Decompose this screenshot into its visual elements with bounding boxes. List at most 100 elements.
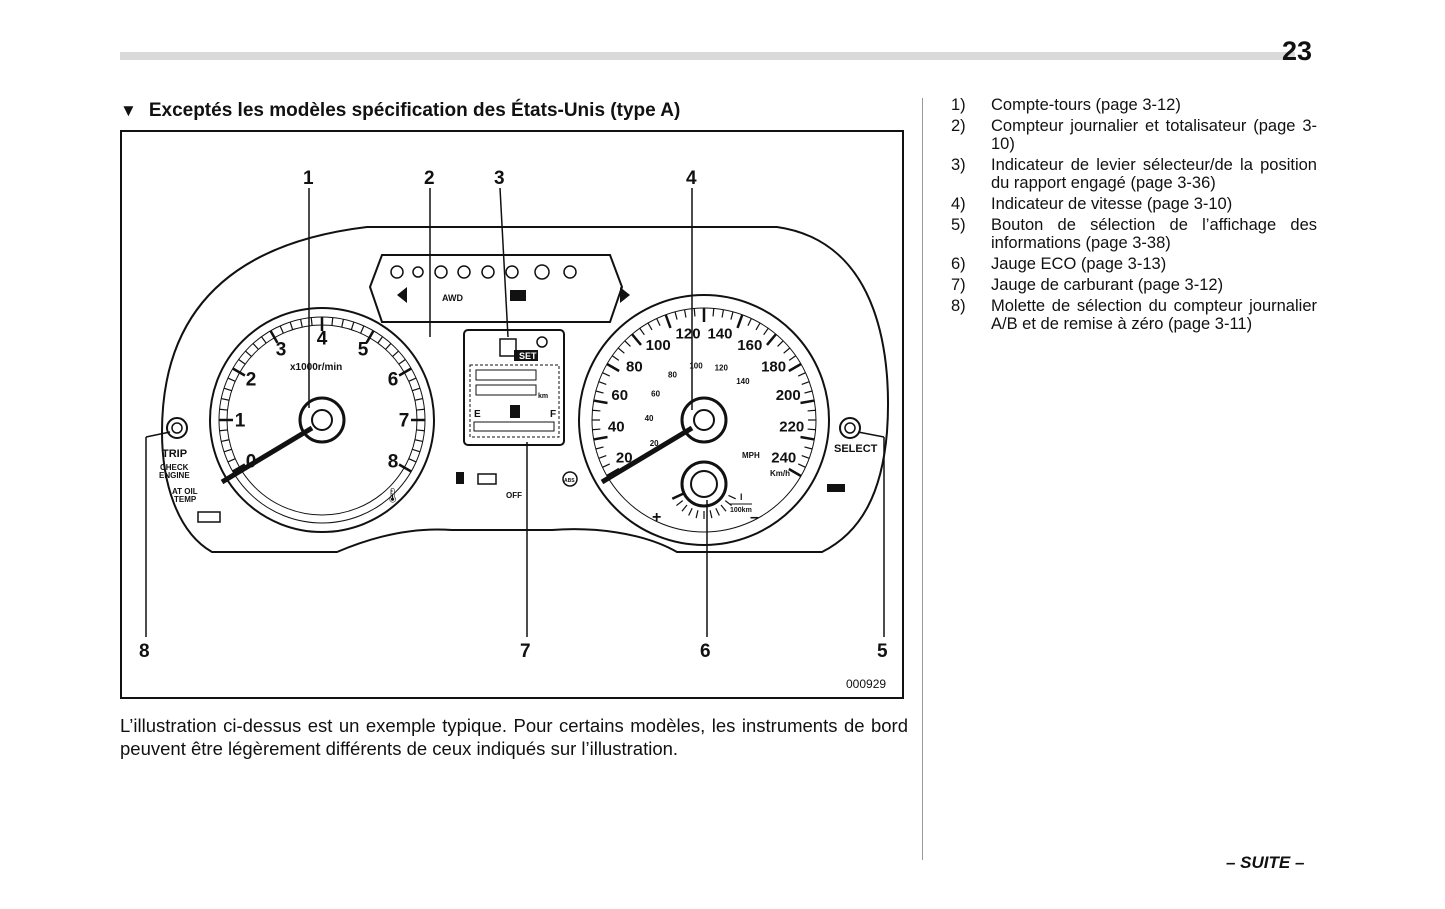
gauge-tick [412,448,421,453]
tachometer-unit: x1000r/min [290,362,342,373]
warning-icons: AWD OFF ABS [390,264,630,500]
gauge-tick [800,435,815,441]
gauge-tick [408,458,417,463]
fuel-gauge-bar [473,421,555,432]
off-label: OFF [506,491,522,500]
gauge-tick [598,455,607,459]
gauge-tick [416,429,425,432]
check-engine-label-2: ENGINE [159,471,190,480]
legend-number: 8) [951,297,966,315]
gauge-number: 140 [736,377,750,386]
gauge-tick [221,397,230,401]
gauge-tick [639,327,645,336]
gauge-tick [807,409,816,412]
legend-text: Indicateur de vitesse (page 3-10) [991,195,1233,213]
gauge-tick [238,358,246,365]
oil-temp-icon [197,511,221,523]
column-divider [922,98,923,860]
gauge-number: 40 [645,414,654,423]
gauge-tick [693,308,696,317]
legend-text: Jauge de carburant (page 3-12) [991,276,1224,294]
legend-item: 7)Jauge de carburant (page 3-12) [951,276,1317,294]
shift-position-icon [499,338,517,357]
gauge-tick [385,343,392,350]
gauge-tick [695,510,699,519]
gauge-number: 80 [668,371,677,380]
legend-number: 3) [951,156,966,174]
gauge-tick [221,439,230,443]
gauge-number: 100 [646,337,671,354]
gauge-tick [412,387,421,392]
gauge-tick [360,325,365,334]
gauge-tick [676,500,684,507]
continued-marker: – SUITE – [1226,853,1305,872]
legend-item: 1)Compte-tours (page 3-12) [951,96,1317,114]
gauge-tick [223,387,232,392]
km-label: km [538,393,548,400]
gauge-tick [721,309,725,318]
gauge-tick [392,350,399,357]
speedometer-needle [600,425,694,485]
gauge-tick [801,455,810,459]
gauge-number: 4 [317,329,328,350]
abs-icon [562,471,578,487]
gauge-tick [227,377,236,382]
gauge-number: 220 [779,419,804,436]
gauge-tick [593,435,608,441]
gauge-tick [671,491,686,500]
gauge-tick [289,321,294,330]
eco-gauge: + – l 100km [652,460,759,526]
callout-3: 3 [494,168,505,189]
at-oil-temp-label-1: AT OIL [172,487,198,496]
tachometer-needle [220,425,314,485]
mph-label: MPH [742,451,760,460]
gauge-number: 80 [626,358,643,375]
legend-number: 6) [951,255,966,273]
header-rule [120,52,1295,60]
gauge-tick [664,314,672,329]
gauge-tick [398,463,412,473]
gauge-number: 3 [276,340,287,361]
legend-item: 2)Compteur journalier et totalisateur (p… [951,117,1317,153]
fuel-pump-icon [510,405,520,418]
fuel-empty-label: E [474,409,481,420]
gauge-tick [712,308,715,317]
legend-text: Compteur journalier et totalisateur (pag… [991,117,1317,153]
section-title-text: Exceptés les modèles spécification des É… [148,100,681,121]
car-icon [827,484,845,492]
select-knob: SELECT [827,417,878,492]
gauge-tick [624,340,631,347]
gauge-number: 5 [358,340,369,361]
legend-item: 3)Indicateur de levier sélecteur/de la p… [951,156,1317,192]
gauge-tick [736,314,744,329]
trip-knob: TRIP CHECK ENGINE AT OIL TEMP [159,417,221,523]
callout-lines [145,187,885,637]
tachometer-hub [298,396,346,444]
gauge-tick [804,390,813,394]
gauge-tick [279,325,284,334]
gauge-tick [232,367,246,377]
legend-item: 4)Indicateur de vitesse (page 3-10) [951,195,1317,213]
gauge-tick [299,319,303,328]
check-engine-label-1: CHECK [160,463,189,472]
gauge-tick [683,309,687,318]
gauge-tick [720,504,727,512]
gauge-tick [611,355,620,361]
gauge-number: 7 [399,411,410,432]
gauge-number: 40 [608,419,625,436]
callout-6: 6 [700,641,711,662]
callout-1: 1 [303,168,314,189]
legend-item: 6)Jauge ECO (page 3-13) [951,255,1317,273]
gauge-tick [416,408,425,411]
gauge-number: 180 [761,358,786,375]
gauge-tick [398,358,406,365]
gauge-number: 20 [650,439,659,448]
select-label: SELECT [834,443,878,455]
at-oil-temp-label-2: TEMP [174,495,197,504]
callout-7: 7 [520,641,531,662]
gauge-tick [763,327,769,336]
